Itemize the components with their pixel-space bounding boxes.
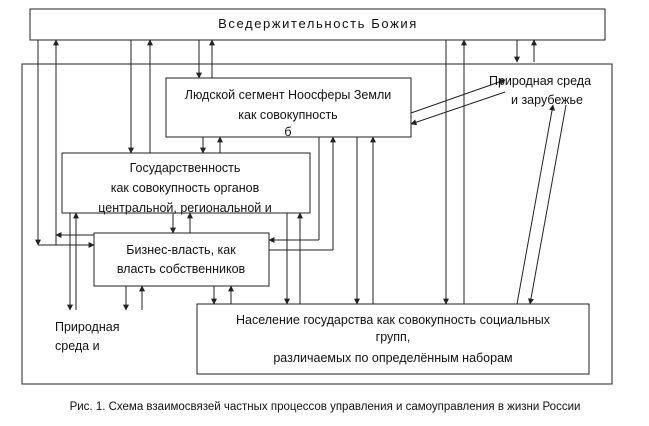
node-business-line-2: власть собственников xyxy=(117,262,246,276)
connector-arrow-31 xyxy=(410,78,506,114)
node-divine-box xyxy=(29,8,606,41)
connector-arrow-34 xyxy=(528,104,567,305)
node-divine-label: Вседержительность Божия xyxy=(218,16,418,31)
node-state-line-3: центральной, региональной и xyxy=(98,201,271,215)
nature-abroad-line-2: и зарубежье xyxy=(511,93,583,107)
node-noosphere-line-3: б xyxy=(284,125,291,139)
connector-arrow-33 xyxy=(516,104,555,305)
node-business-line-1: Бизнес-власть, как xyxy=(126,243,236,257)
connector-arrow-32 xyxy=(410,91,506,126)
node-business-box xyxy=(93,232,270,287)
outer-frame xyxy=(21,63,613,385)
node-noosphere-box xyxy=(165,77,412,138)
node-noosphere-line-2: как совокупность xyxy=(238,108,337,122)
node-population-line-2: групп, xyxy=(376,330,411,344)
node-state-line-1: Государственность xyxy=(130,161,241,175)
node-state-line-2: как совокупность органов xyxy=(111,181,260,195)
node-state-box xyxy=(61,152,311,214)
nature-abroad-line-1: Природная среда xyxy=(489,74,591,88)
nature-left-line-2: среда и xyxy=(55,339,100,353)
figure-caption: Рис. 1. Схема взаимосвязей частных проце… xyxy=(70,401,581,413)
arrows-layer xyxy=(35,39,567,311)
node-population-line-3: различаемых по определённым наборам xyxy=(273,351,512,365)
node-population-box xyxy=(196,303,590,375)
nature-left-line-1: Природная xyxy=(55,320,119,334)
node-population-line-1: Население государства как совокупность с… xyxy=(236,313,551,327)
node-noosphere-line-1: Людской сегмент Ноосферы Земли xyxy=(185,88,391,102)
